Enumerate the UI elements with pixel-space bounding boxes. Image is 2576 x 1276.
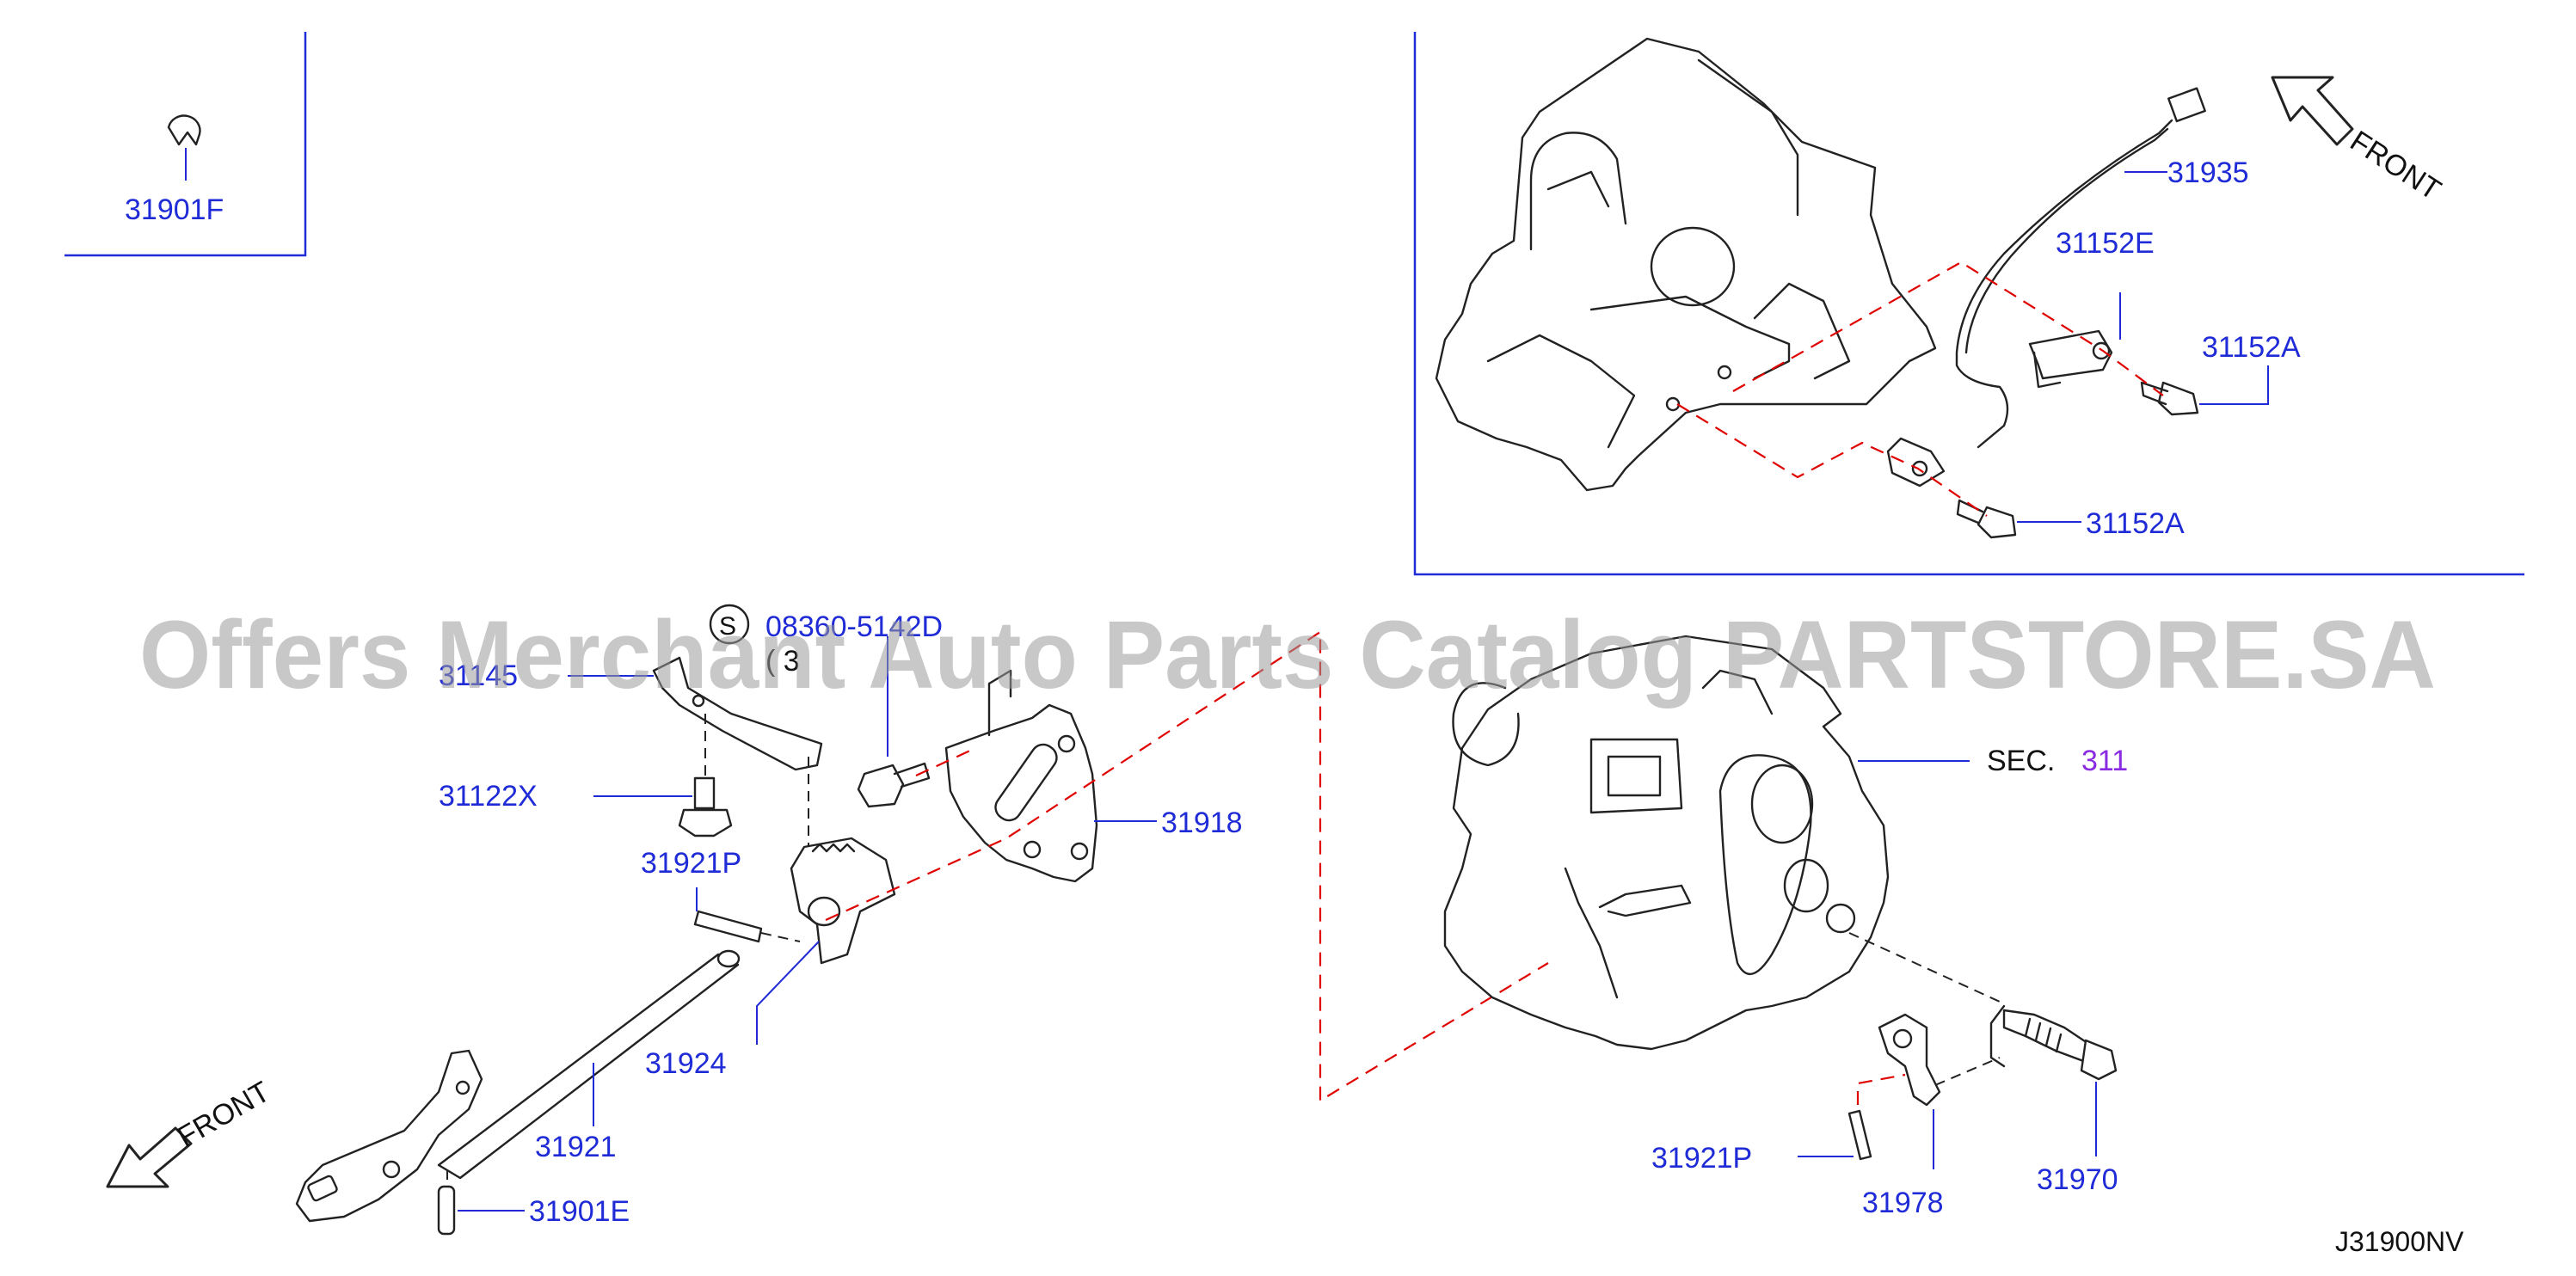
bolt-08360 (857, 636, 931, 808)
sensor-31970 (1848, 932, 2118, 1156)
s-symbol-letter: S (719, 612, 736, 641)
transmission-case-upper (1435, 37, 1937, 492)
label-08360-5142d[interactable]: 08360-5142D (765, 610, 943, 643)
diagram-code: J31900NV (2335, 1226, 2464, 1257)
label-31921p-left[interactable]: 31921P (641, 847, 741, 880)
bolt-31152a-bottom (1956, 499, 2081, 539)
label-sec-prefix: SEC. (1987, 745, 2055, 777)
pin-31921p-right (1798, 1109, 1872, 1161)
detent-plate-31924 (756, 757, 896, 1045)
front-label-bottom: FRONT (172, 1075, 275, 1153)
label-31122x[interactable]: 31122X (439, 780, 538, 813)
label-31901e[interactable]: 31901E (529, 1195, 630, 1228)
inset-frame-top-left (65, 32, 307, 257)
watermark-text: Offers Merchant Auto Parts Catalog PARTS… (139, 601, 2436, 709)
s-symbol-circle (709, 604, 750, 645)
bracket-31152e (2028, 292, 2121, 389)
pin-31901e (437, 1169, 525, 1236)
label-31978[interactable]: 31978 (1862, 1187, 1944, 1219)
label-sec-311[interactable]: 311 (2081, 745, 2128, 777)
bracket-31978 (1856, 1013, 2001, 1169)
label-31935[interactable]: 31935 (2167, 156, 2249, 189)
front-arrow-bottom (106, 1126, 193, 1188)
transmission-case-lower (1443, 635, 1970, 1051)
front-arrow-top (2271, 76, 2354, 146)
pin-31921p-left (693, 887, 801, 943)
label-31152e[interactable]: 31152E (2056, 227, 2155, 260)
label-31152a-bottom[interactable]: 31152A (2086, 507, 2185, 540)
label-31918[interactable]: 31918 (1161, 807, 1243, 839)
sensor-harness-31935 (1886, 87, 2206, 488)
lever-31145 (568, 656, 823, 771)
bolt-31122x (593, 714, 733, 837)
clip-31901f (167, 114, 201, 181)
label-31924[interactable]: 31924 (645, 1047, 727, 1080)
label-31901f[interactable]: 31901F (125, 193, 224, 226)
switch-31918 (944, 669, 1157, 883)
label-31970[interactable]: 31970 (2037, 1163, 2118, 1196)
inset-frame-top-right (1413, 32, 2524, 576)
red-dashed-guides-upper (1676, 261, 2164, 517)
front-label-top: FRONT (2345, 125, 2447, 207)
label-31921[interactable]: 31921 (535, 1131, 617, 1163)
red-dashed-guides-left (825, 629, 1549, 1102)
label-08360-quantity: ( 3 (765, 645, 800, 678)
label-31921p-right[interactable]: 31921P (1651, 1142, 1752, 1175)
bolt-31152a-right (2140, 365, 2269, 416)
label-31152a-top[interactable]: 31152A (2202, 331, 2301, 364)
shaft-31921 (295, 949, 741, 1223)
label-31145[interactable]: 31145 (439, 659, 518, 692)
